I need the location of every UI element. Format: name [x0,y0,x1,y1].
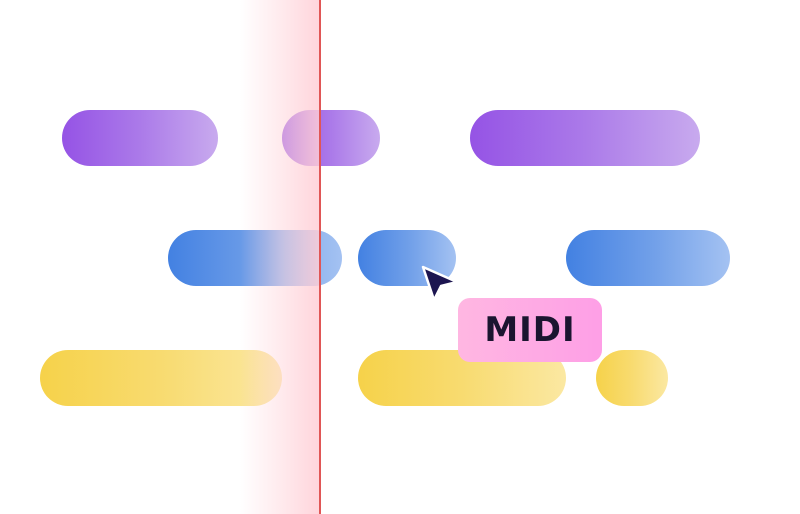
yellow-midi-clip[interactable] [596,350,668,406]
midi-tag-label: MIDI [484,310,576,350]
blue-midi-clip[interactable] [566,230,730,286]
playhead[interactable] [319,0,321,514]
yellow-midi-clip[interactable] [40,350,282,406]
blue-midi-clip[interactable] [358,230,456,286]
blue-midi-clip[interactable] [168,230,342,286]
purple-midi-clip[interactable] [62,110,218,166]
purple-midi-clip[interactable] [470,110,700,166]
midi-tag: MIDI [458,298,602,362]
purple-midi-clip[interactable] [282,110,380,166]
